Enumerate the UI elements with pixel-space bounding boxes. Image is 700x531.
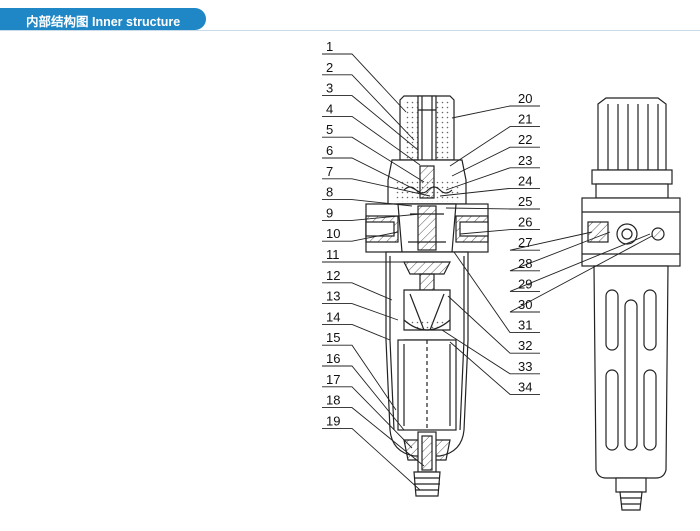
callout-leader: [509, 233, 651, 292]
callout-leader: [453, 251, 540, 334]
callout-number: 4: [326, 101, 333, 116]
callout-number: 32: [518, 338, 532, 353]
cross-section-view: [365, 95, 489, 497]
callout-number: 2: [326, 60, 333, 75]
callout-number: 11: [326, 247, 340, 262]
callout-number: 6: [326, 143, 333, 158]
callout-number: 1: [326, 39, 333, 54]
callout-leader: [322, 199, 413, 207]
callout-number: 29: [518, 276, 532, 291]
callout-leader: [449, 341, 540, 395]
bonnet: [387, 159, 467, 205]
external-body: [581, 197, 681, 267]
callout-number: 22: [518, 132, 532, 147]
callout-number: 24: [518, 173, 532, 188]
callout-leader: [322, 323, 391, 341]
callout-number: 3: [326, 81, 333, 96]
callout-number: 23: [518, 153, 532, 168]
callout-leader: [322, 365, 405, 431]
adjusting-knob: [399, 95, 455, 167]
callout-number: 9: [326, 205, 333, 220]
callout-number: 7: [326, 164, 333, 179]
callout-leader: [322, 213, 421, 221]
callout-leader: [451, 105, 540, 119]
callout-leader: [449, 126, 540, 167]
callout-leader: [509, 235, 653, 313]
callout-number: 10: [326, 226, 340, 241]
callout-number: 21: [518, 112, 532, 127]
callout-leader: [322, 282, 393, 301]
callout-number: 17: [326, 372, 340, 387]
main-body: [365, 203, 489, 253]
callout-leader: [322, 427, 421, 491]
callout-number: 5: [326, 122, 333, 137]
callout-number: 25: [518, 194, 532, 209]
callout-number: 8: [326, 185, 333, 200]
callout-leader: [322, 136, 425, 183]
callout-leader: [322, 74, 415, 141]
callout-leader: [322, 303, 399, 321]
header-divider: [0, 30, 700, 31]
external-drain: [615, 477, 647, 511]
callout-leader: [509, 231, 593, 251]
callout-leader: [439, 187, 540, 197]
callout-leader: [322, 178, 431, 197]
callout-number: 30: [518, 297, 532, 312]
callout-number: 34: [518, 379, 532, 394]
external-view: [581, 97, 681, 511]
callout-number: 27: [518, 235, 532, 250]
callout-number: 14: [326, 309, 340, 324]
callout-leader: [322, 407, 425, 467]
callout-number: 16: [326, 351, 340, 366]
callout-leader: [441, 329, 540, 375]
callout-leader: [322, 344, 397, 411]
callout-leader: [447, 295, 540, 354]
callout-number: 31: [518, 318, 532, 333]
external-knob: [591, 97, 673, 199]
auto-drain: [403, 431, 451, 497]
callout-leader: [451, 146, 540, 177]
section-header: 内部结构图 Inner structure: [0, 8, 206, 30]
callout-number: 33: [518, 359, 532, 374]
callout-number: 26: [518, 215, 532, 230]
callout-leader: [322, 115, 421, 166]
callout-leader: [509, 231, 611, 272]
callout-number: 18: [326, 393, 340, 408]
section-title: 内部结构图 Inner structure: [26, 15, 181, 29]
callout-number: 19: [326, 413, 340, 428]
callout-number: 28: [518, 256, 532, 271]
callout-leader: [459, 229, 540, 235]
callout-leader: [445, 167, 540, 191]
callout-leader: [322, 53, 407, 113]
callout-leader: [322, 157, 421, 193]
callout-leader: [445, 207, 540, 210]
callout-leader: [322, 231, 399, 242]
callout-leader: [322, 386, 413, 449]
callout-leader: [322, 95, 419, 151]
callout-number: 15: [326, 330, 340, 345]
callout-number: 20: [518, 91, 532, 106]
filter-bowl: [385, 251, 469, 457]
external-bowl-guard: [593, 265, 669, 479]
callout-number: 12: [326, 268, 340, 283]
callout-number: 13: [326, 289, 340, 304]
